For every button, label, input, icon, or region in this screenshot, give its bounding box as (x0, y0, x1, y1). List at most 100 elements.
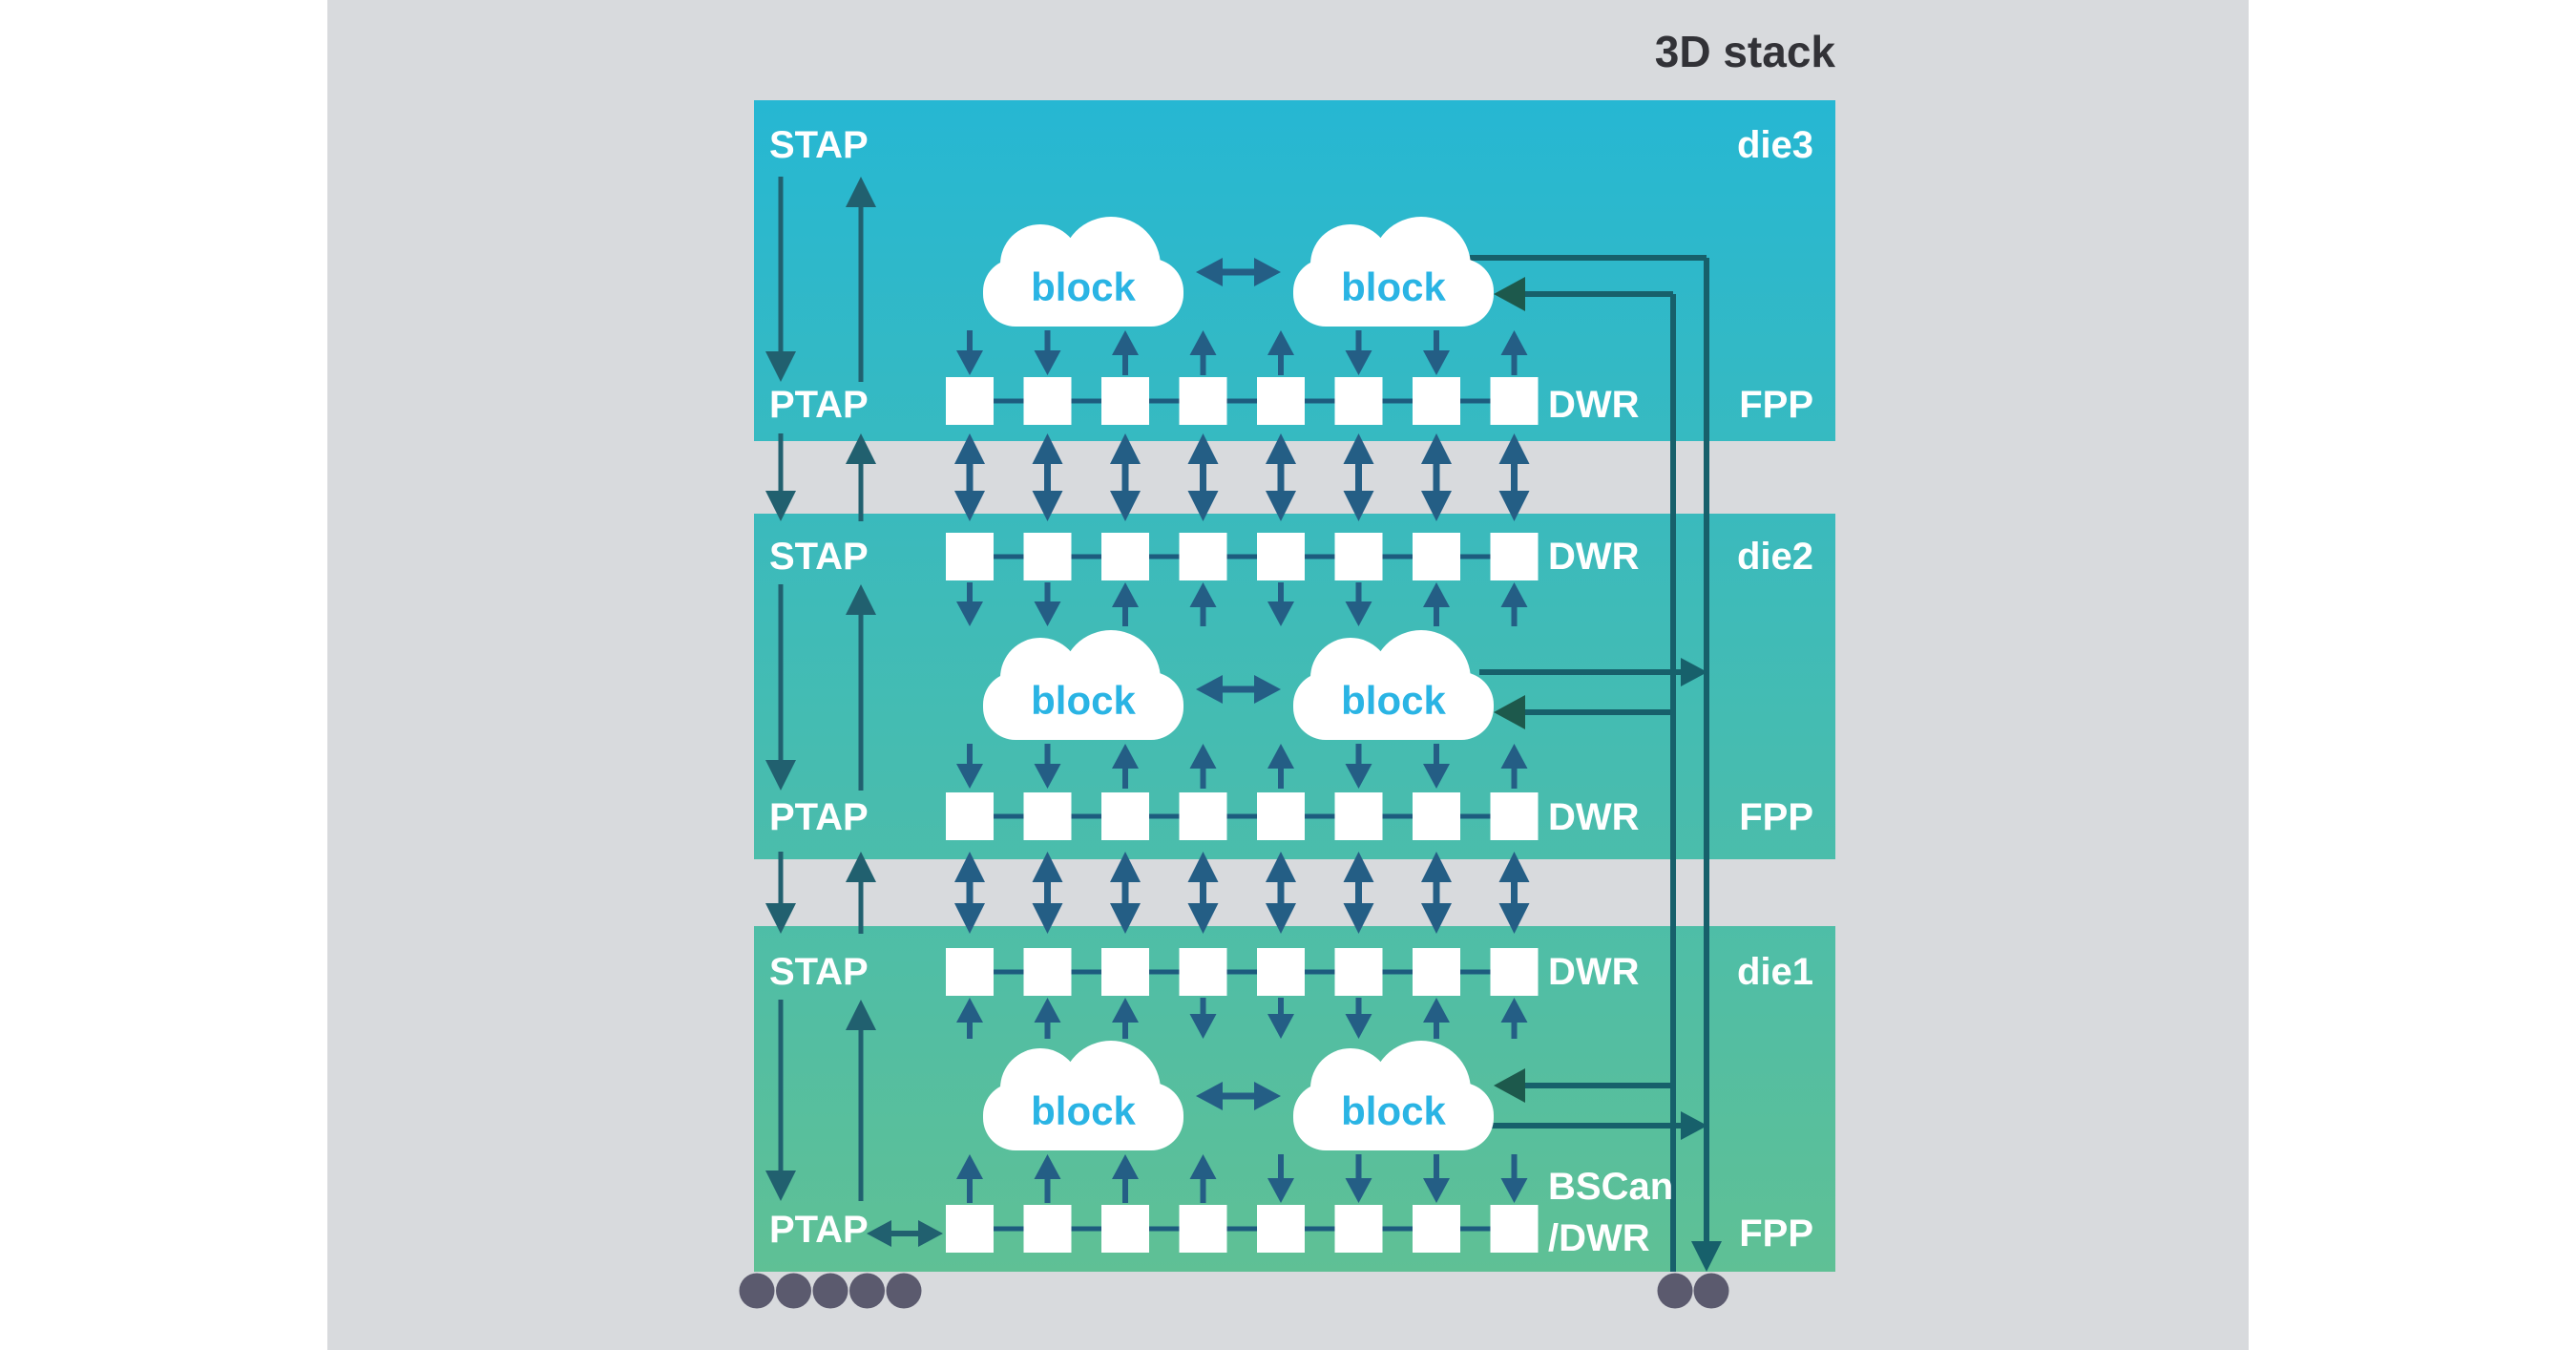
die1-wrapper-arrow-head-up (1034, 998, 1061, 1023)
die2-fpp-label: FPP (1739, 796, 1813, 838)
die2-dwr-cell (1334, 792, 1383, 840)
die1-block-link-arrow-head-right (1254, 1082, 1281, 1110)
die2-dwr-cell (1413, 792, 1460, 840)
die1-cloud-shape (1372, 1041, 1471, 1140)
die1-block-link-arrow-head-left (1196, 1082, 1223, 1110)
tap-tsv-arrow-gap1-head-up (846, 433, 876, 464)
tsv-arrow-gap1-head-down (1498, 491, 1530, 521)
die3-block-cloud (1293, 217, 1494, 327)
pad-dot-left (812, 1273, 848, 1309)
die3-ptap-label: PTAP (769, 384, 869, 426)
die2-dwr-cell (1257, 792, 1305, 840)
die1-dwr-cell (1101, 948, 1149, 996)
die3-wrapper-arrow-head-up (1267, 330, 1294, 355)
die1-dwr-cell (1334, 1205, 1383, 1253)
tsv-arrow-gap2-head-up (1110, 852, 1141, 882)
die2-block-link-arrow-head-right (1254, 675, 1281, 704)
die3-wrapper-arrow-head-up (1500, 330, 1528, 355)
die3-block-cloud (983, 217, 1183, 327)
die2-wrapper-arrow-head-up (1500, 582, 1528, 607)
die1-tap-arrow-head-up (846, 1000, 876, 1030)
tsv-arrow-gap1-head-down (1343, 491, 1374, 521)
die1-block-label: block (1031, 1088, 1136, 1133)
die1-dwr-cell (1179, 1205, 1227, 1253)
die3-cloud-shape (1061, 217, 1161, 316)
die3-dwr-cell (1334, 377, 1383, 425)
bus-outer-head-down (1691, 1241, 1722, 1272)
die3-dwr-cell (1257, 377, 1305, 425)
die2-wrapper-arrow-head-up (1189, 582, 1217, 607)
die1-ptap-io-arrow-head-left (867, 1220, 891, 1247)
pad-dot-left (739, 1273, 775, 1309)
die2-wrapper-arrow-head-down (1423, 764, 1450, 789)
die2-dwr-cell (1413, 533, 1460, 580)
die2-wrapper-arrow-head-down (956, 764, 983, 789)
die1-top-dwr-label: DWR (1548, 951, 1640, 993)
die3-dwr-cell (1023, 377, 1072, 425)
die1-wrapper-arrow-head-up (1423, 998, 1450, 1023)
die1-wrapper-arrow-head-down (1345, 1014, 1372, 1039)
die1-fpp-label: FPP (1739, 1213, 1813, 1255)
pad-dot-left (886, 1273, 922, 1309)
die3-into-block-arrowhead (1494, 277, 1525, 311)
die2-wrapper-arrow-head-up (1112, 582, 1139, 607)
die2-dwr-cell (1257, 533, 1305, 580)
die1-dwr-cell (1023, 948, 1072, 996)
tsv-arrow-gap1-head-up (1343, 433, 1374, 464)
die1-wrapper-arrow-head-up (1112, 998, 1139, 1023)
die2-tap-arrow-head-down (765, 760, 796, 791)
die2-bottom-dwr-label: DWR (1548, 796, 1640, 838)
die2-top-dwr-label: DWR (1548, 536, 1640, 578)
tap-tsv-arrow-gap1-head-down (765, 491, 796, 521)
die2-dwr-cell (1101, 792, 1149, 840)
die1-ptap-label: PTAP (769, 1209, 869, 1251)
tsv-arrow-gap2-head-up (1343, 852, 1374, 882)
die2-block-label: block (1341, 678, 1446, 723)
tsv-arrow-gap1-head-up (1187, 433, 1219, 464)
die1-block-cloud (1293, 1041, 1494, 1150)
die2-wrapper-arrow-head-down (1267, 601, 1294, 626)
die3-dwr-cell (946, 377, 994, 425)
die1-block-label: block (1341, 1088, 1446, 1133)
die1-dwr-cell (1023, 1205, 1072, 1253)
tsv-arrow-gap2-head-down (1110, 903, 1141, 934)
tsv-arrow-gap1-head-down (1032, 491, 1063, 521)
tsv-arrow-gap1-head-up (1498, 433, 1530, 464)
die2-wrapper-arrow-head-up (1189, 744, 1217, 769)
die1-into-block-arrowhead (1494, 1068, 1525, 1103)
die1-dwr-cell (1179, 948, 1227, 996)
die3-wrapper-arrow-head-down (1345, 350, 1372, 375)
die2-block-link-arrow-head-left (1196, 675, 1223, 704)
die3-cloud-shape (1000, 224, 1080, 305)
die2-stap-label: STAP (769, 536, 869, 578)
tsv-arrow-gap2-head-up (1498, 852, 1530, 882)
die2-dwr-cell (946, 533, 994, 580)
tsv-arrow-gap1-head-down (954, 491, 985, 521)
die3-dwr-cell (1413, 377, 1460, 425)
die2-dwr-cell (946, 792, 994, 840)
die2-dwr-cell (1334, 533, 1383, 580)
die2-tap-arrow-head-up (846, 584, 876, 615)
die1-wrapper-arrow-head-down (1345, 1178, 1372, 1203)
die2-dwr-cell (1179, 533, 1227, 580)
die1-bscan-dwr-label: BSCan (1548, 1166, 1673, 1208)
die1-die-label: die1 (1737, 951, 1813, 993)
tsv-arrow-gap2-head-down (1498, 903, 1530, 934)
die3-block-label: block (1031, 264, 1136, 309)
die2-dwr-cell (1023, 533, 1072, 580)
die1-wrapper-arrow-head-up (956, 998, 983, 1023)
tsv-arrow-gap2-head-up (1032, 852, 1063, 882)
tsv-arrow-gap2-head-down (1343, 903, 1374, 934)
die2-wrapper-arrow-head-up (1423, 582, 1450, 607)
die3-tap-arrow-head-down (765, 351, 796, 382)
die1-dwr-cell (1334, 948, 1383, 996)
die2-cloud-shape (1372, 630, 1471, 729)
tap-tsv-arrow-gap2-head-down (765, 903, 796, 934)
die3-dwr-cell (1101, 377, 1149, 425)
die3-block-link-arrow-head-right (1254, 258, 1281, 286)
die3-wrapper-arrow-head-down (956, 350, 983, 375)
die1-dwr-cell (1413, 948, 1460, 996)
die2-dwr-cell (1179, 792, 1227, 840)
